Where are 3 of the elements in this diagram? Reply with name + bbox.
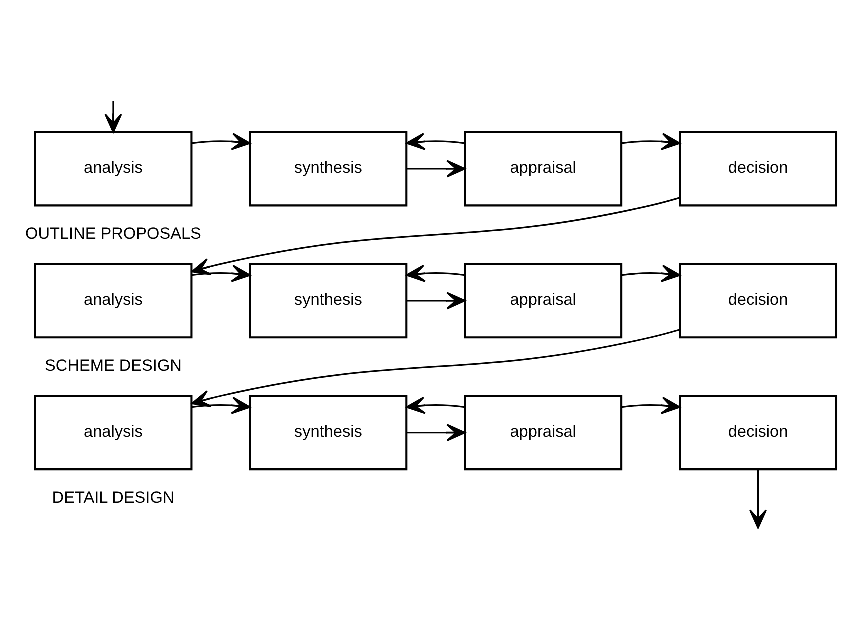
node-label: SCHEME DESIGN: [45, 356, 182, 375]
node-label: OUTLINE PROPOSALS: [26, 224, 202, 243]
node-label: DETAIL DESIGN: [52, 488, 175, 507]
